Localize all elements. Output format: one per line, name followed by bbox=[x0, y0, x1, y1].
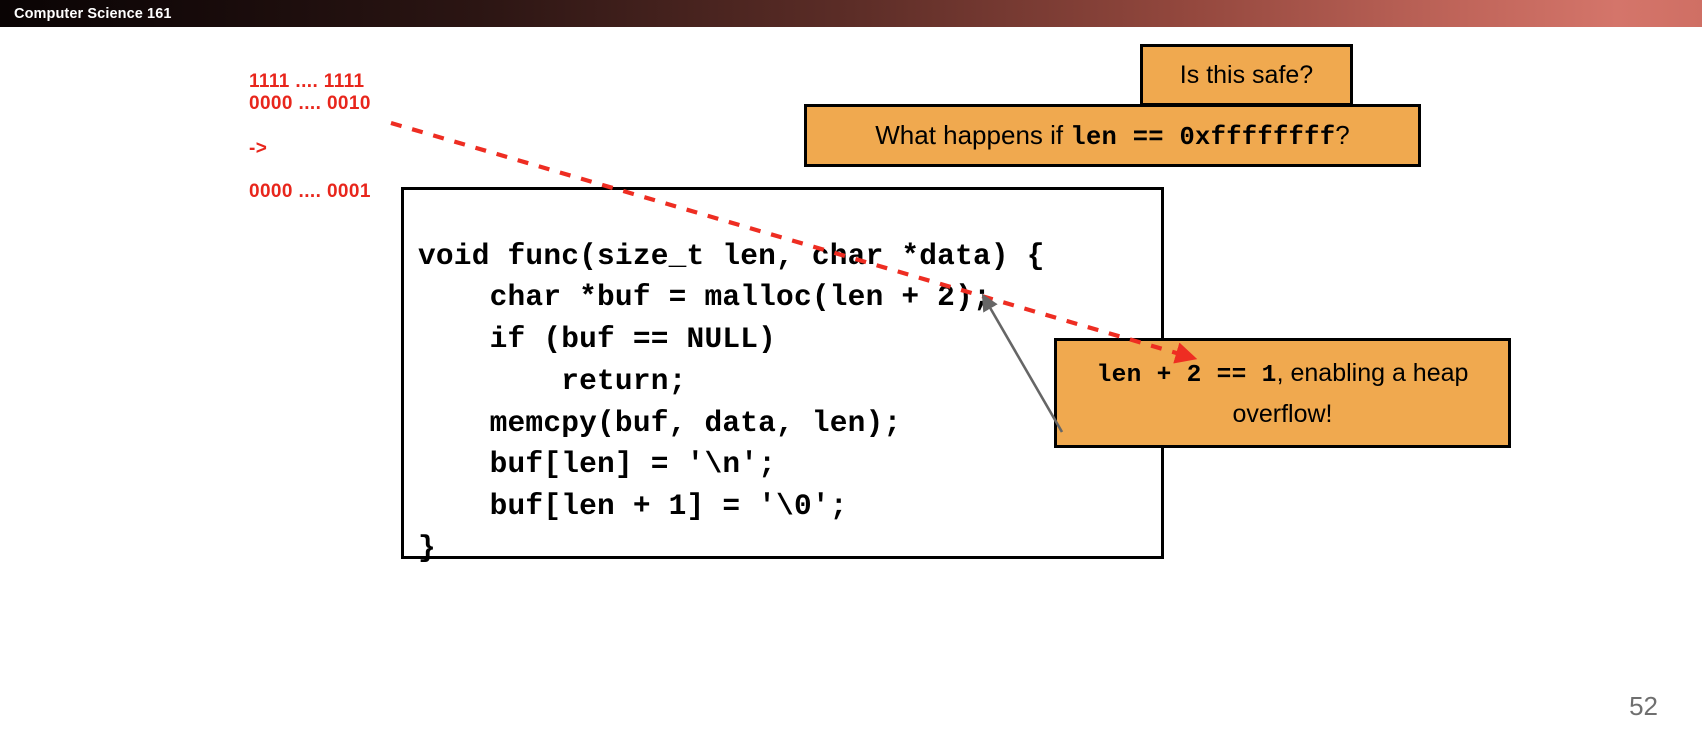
slide-header-bar: Computer Science 161 bbox=[0, 0, 1702, 27]
course-title: Computer Science 161 bbox=[14, 6, 172, 22]
code-block-container: void func(size_t len, char *data) { char… bbox=[401, 187, 1164, 565]
binary-annotation-line-2: 0000 .... 0010 bbox=[249, 93, 371, 114]
callout-heap-overflow-text: len + 2 == 1, enabling a heap overflow! bbox=[1067, 354, 1498, 433]
callout-heap-overflow: len + 2 == 1, enabling a heap overflow! bbox=[1054, 338, 1511, 448]
callout-len-question: What happens if len == 0xffffffff? bbox=[804, 104, 1421, 167]
code-snippet: void func(size_t len, char *data) { char… bbox=[418, 238, 1045, 566]
callout-is-this-safe: Is this safe? bbox=[1140, 44, 1353, 106]
slide-page-number: 52 bbox=[1629, 691, 1658, 721]
binary-annotation-arrow-glyph: -> bbox=[249, 138, 268, 159]
callout-overflow-label: , enabling a heap overflow! bbox=[1232, 358, 1469, 428]
binary-annotation-line-1: 1111 .... 1111 bbox=[249, 71, 365, 92]
callout-overflow-code: len + 2 == 1 bbox=[1096, 361, 1277, 389]
binary-annotation-line-3: 0000 .... 0001 bbox=[249, 181, 371, 202]
callout-len-code: len == 0xffffffff bbox=[1070, 122, 1336, 152]
callout-len-prefix: What happens if bbox=[875, 119, 1071, 150]
callout-len-question-text: What happens if len == 0xffffffff? bbox=[875, 120, 1350, 152]
callout-len-suffix: ? bbox=[1335, 119, 1350, 150]
callout-is-this-safe-label: Is this safe? bbox=[1179, 60, 1314, 89]
